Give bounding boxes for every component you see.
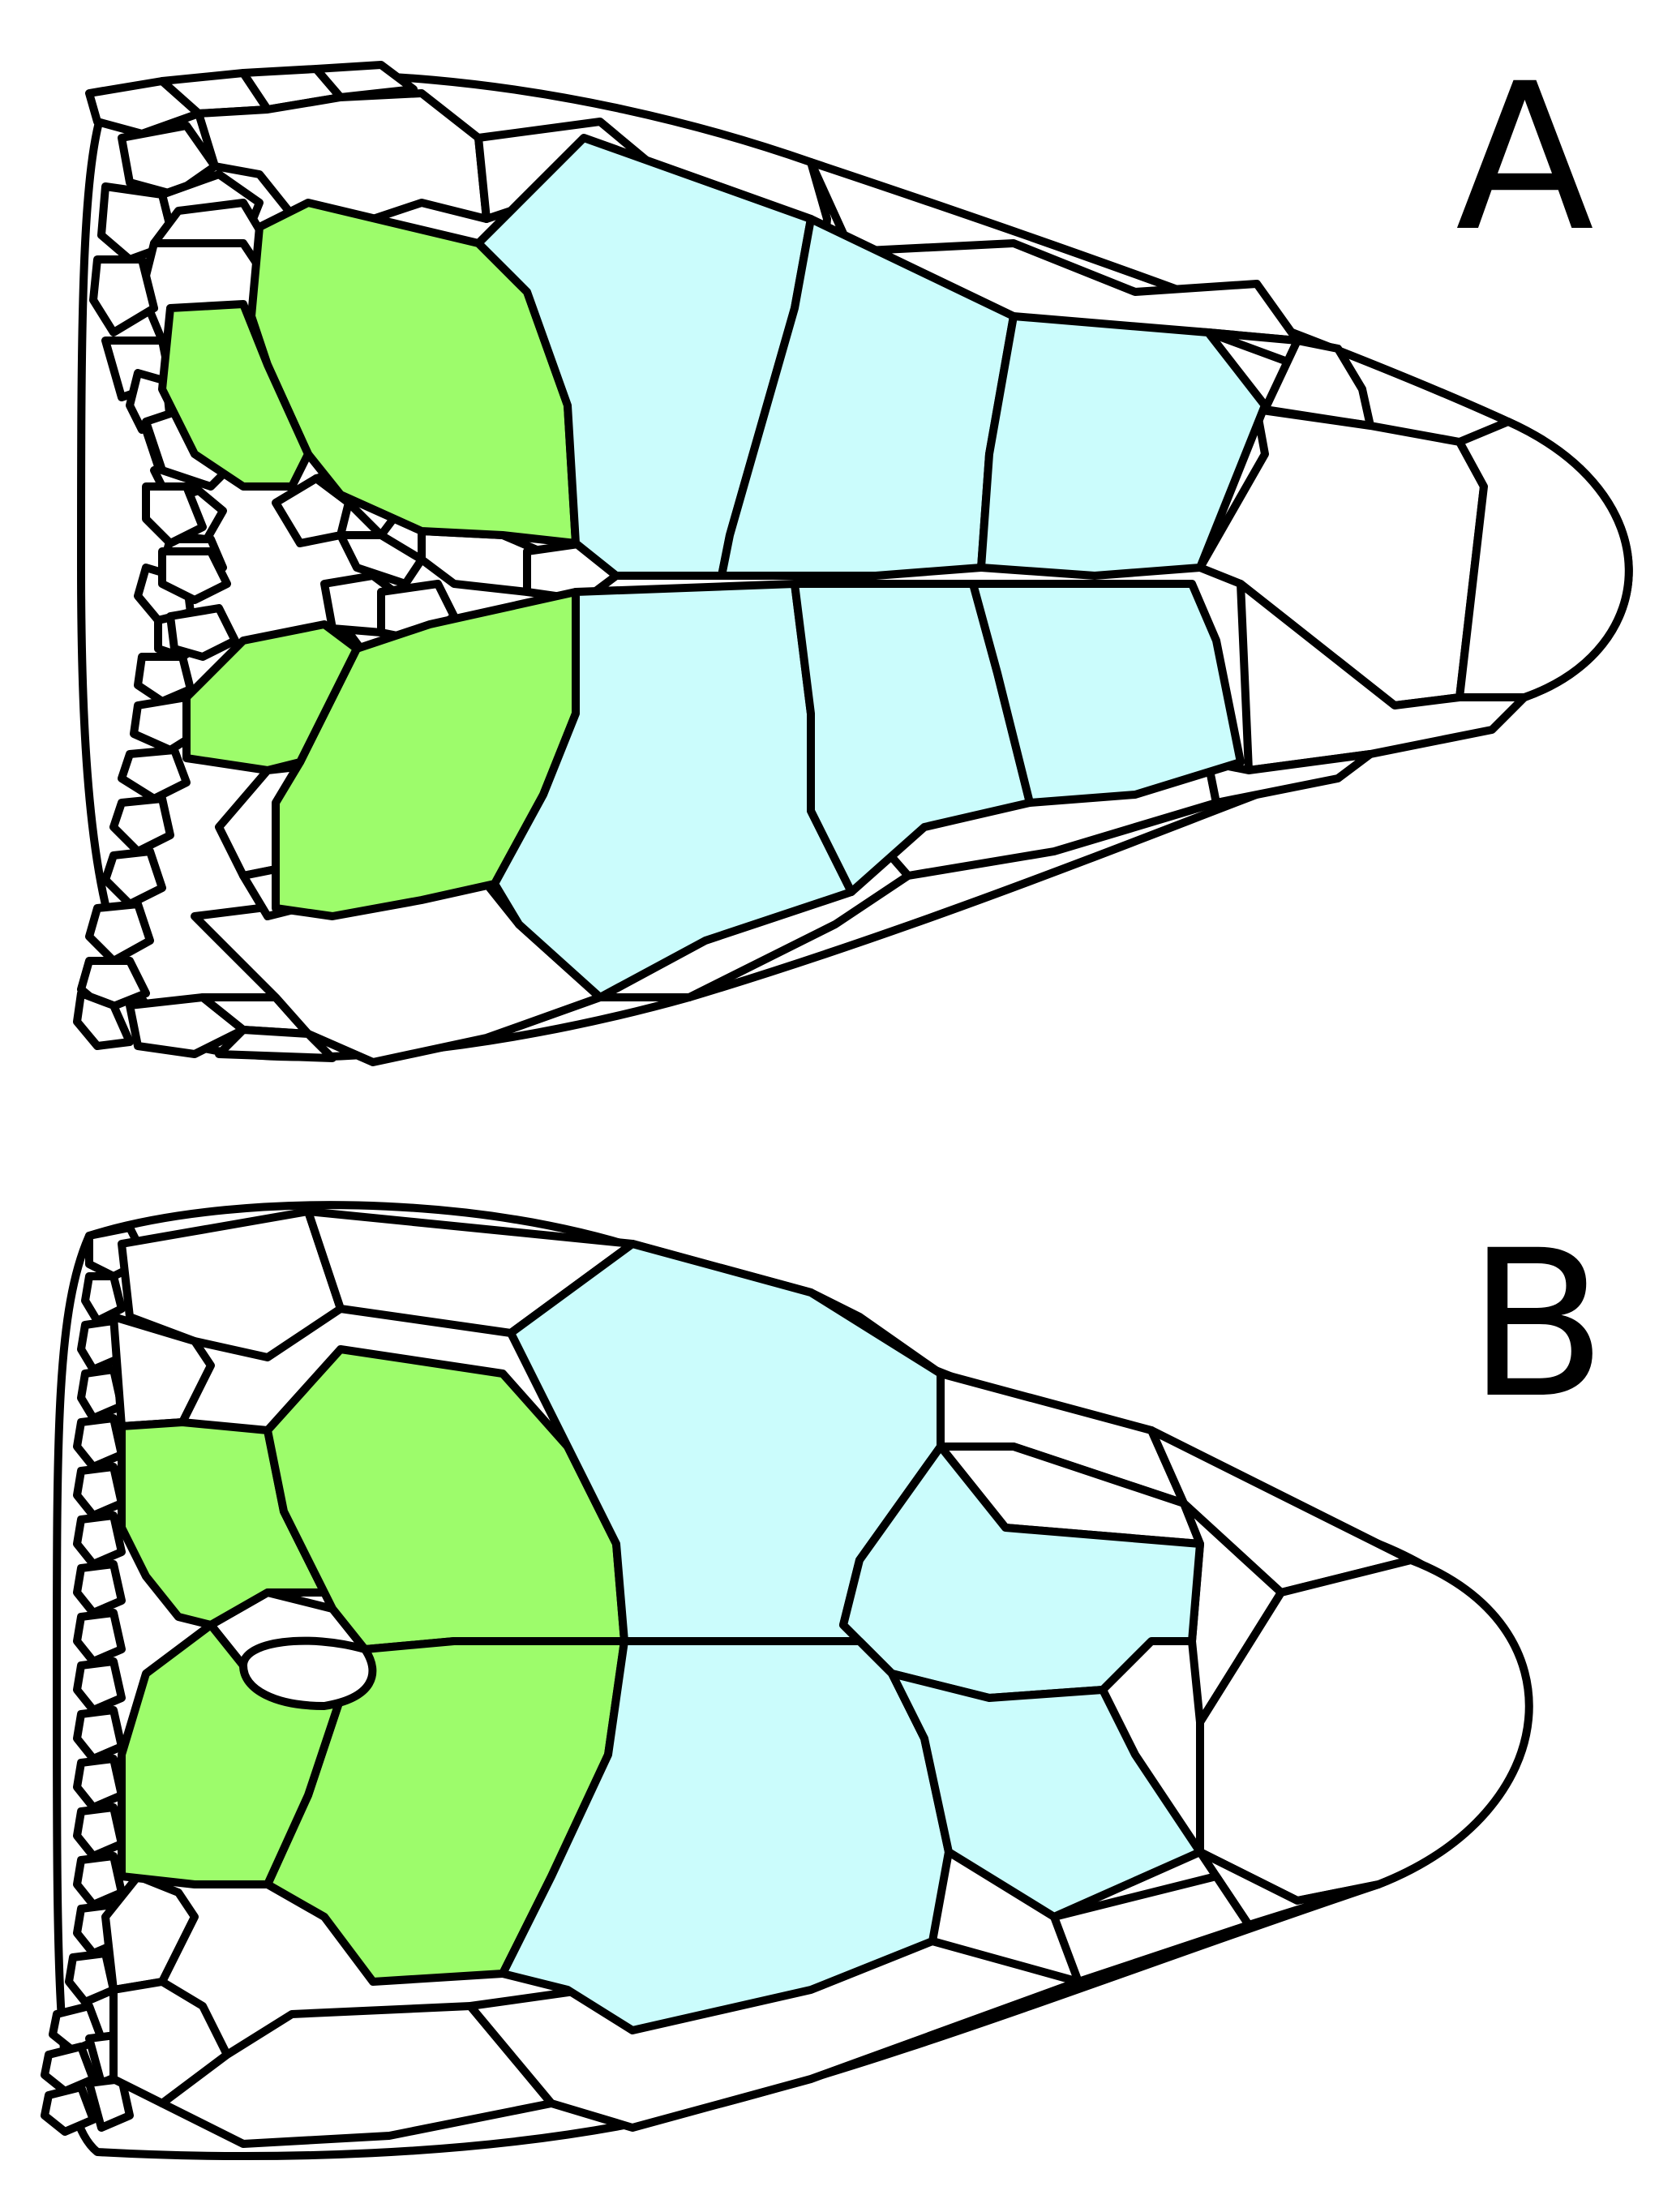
white-scales-snout xyxy=(1196,405,1633,774)
blue-scale-3-lower xyxy=(969,580,1245,807)
green-scale-lower-small xyxy=(182,620,361,774)
panel-label-a: A xyxy=(1455,40,1595,276)
small-scales-left xyxy=(41,1224,150,2136)
panel-b: B xyxy=(0,1106,1659,2212)
white-scale-center xyxy=(239,1636,377,1710)
blue-scale-2-lower xyxy=(888,1670,1204,1921)
panel-label-b: B xyxy=(1468,1207,1607,1443)
head-scales-diagram-b xyxy=(41,1201,1533,2160)
blue-scales-b xyxy=(499,1240,1204,2034)
green-scales-a xyxy=(158,199,580,920)
panel-a: A xyxy=(73,40,1633,1066)
green-scale-lower-large xyxy=(272,588,580,920)
head-scales-diagram-a xyxy=(73,61,1633,1066)
white-scales xyxy=(101,1207,1533,2148)
green-scale-upper-small xyxy=(158,300,312,491)
blue-scale-3-upper xyxy=(977,312,1269,580)
blue-scales-a xyxy=(474,134,1269,1001)
